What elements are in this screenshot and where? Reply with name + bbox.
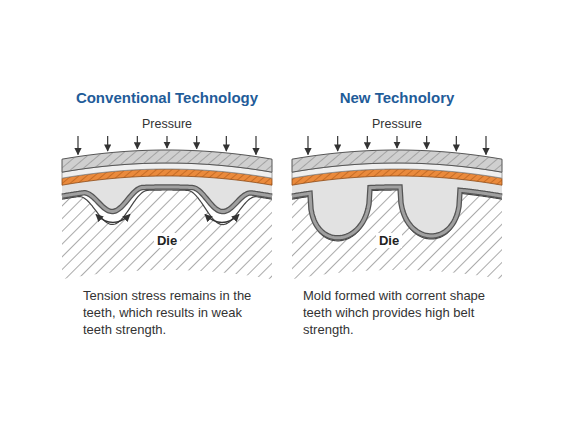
pressure-arrow (107, 136, 108, 151)
pressure-arrow (426, 136, 427, 149)
pressure-arrow (337, 136, 338, 151)
pressure-arrow (196, 136, 197, 149)
tooth-fabric (292, 187, 502, 238)
pressure-label: Pressure (142, 117, 192, 131)
pressure-arrow (226, 136, 227, 151)
pressure-arrow (307, 136, 308, 155)
tooth-fabric (62, 187, 272, 212)
caption-note: Tension stress remains in the teeth, whi… (83, 287, 267, 338)
stress-arrow (96, 214, 130, 222)
tooth-fabric-outline (62, 187, 272, 212)
stress-arrow (205, 215, 239, 223)
die-hatching (62, 190, 272, 279)
belt-back (292, 150, 502, 172)
pressure-arrow (255, 136, 256, 155)
caption-note: Mold formed with corrent shape teeth wih… (303, 287, 487, 338)
panel-group (62, 136, 502, 279)
pressure-arrow (456, 136, 457, 151)
panel-title: New Technolory (340, 89, 455, 106)
belt-body (62, 176, 272, 213)
belt-panel (292, 136, 502, 279)
pressure-arrow (166, 136, 167, 148)
belt-back (62, 150, 272, 172)
pressure-arrow (137, 136, 138, 149)
back-hatching (292, 150, 502, 172)
die-body (62, 190, 272, 279)
die-label: Die (154, 233, 180, 248)
tooth-fabric-outline (292, 187, 502, 238)
pressure-arrow (396, 136, 397, 148)
panel-title: Conventional Technology (76, 89, 258, 106)
pressure-arrow (485, 136, 486, 155)
belt-panel (62, 136, 272, 279)
die-label: Die (376, 233, 402, 248)
pressure-label: Pressure (372, 117, 422, 131)
belt-body (292, 176, 502, 239)
pressure-arrow (367, 136, 368, 149)
pressure-arrow (77, 136, 78, 155)
back-hatching (62, 150, 272, 172)
